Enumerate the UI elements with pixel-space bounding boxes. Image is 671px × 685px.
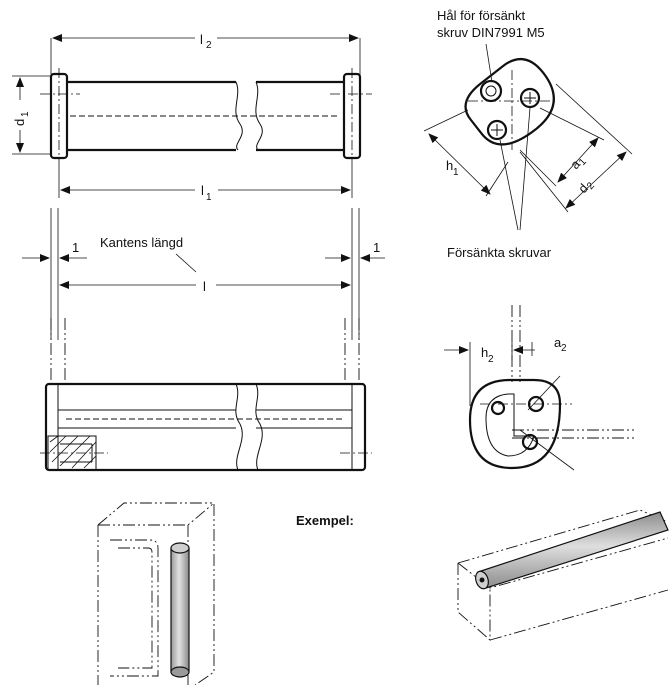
end-view-mounted: h 2 a 2 — [444, 305, 634, 471]
diagonal-rod — [477, 511, 669, 589]
example-vertical — [97, 502, 215, 685]
l2-subscript: 2 — [206, 40, 212, 51]
a2-label: a — [554, 335, 562, 350]
example-door-inner — [118, 547, 153, 669]
section-break-right — [255, 383, 263, 471]
h2-subscript: 2 — [488, 354, 494, 365]
vertical-rod-cap-top — [170, 542, 190, 554]
d2-dim-line — [565, 151, 627, 209]
example-label: Exempel: — [296, 513, 354, 528]
screw-slot-lower — [491, 124, 503, 136]
l1-label: l — [201, 183, 204, 198]
countersunk-leader-2 — [519, 107, 531, 231]
example-door-outline — [110, 539, 159, 677]
l-label: l — [203, 279, 206, 294]
example-diagonal — [457, 509, 669, 641]
diagonal-rod-screw — [479, 577, 485, 583]
mounted-diagonal-2 — [527, 375, 561, 411]
break-line-left — [235, 81, 243, 151]
edge-length-label: Kantens längd — [100, 235, 183, 250]
hole-label-line1: Hål för försänkt — [437, 8, 526, 23]
example-box-right-bottom — [489, 589, 669, 641]
a2-subscript: 2 — [561, 343, 567, 354]
h1-dim-line — [428, 133, 491, 195]
l2-label: l — [200, 32, 203, 47]
d1-subscript: 1 — [20, 111, 31, 117]
l1-subscript: 1 — [206, 192, 212, 203]
a1-ext-1 — [539, 107, 605, 141]
end-view-top: Hål för försänkt skruv DIN7991 M5 h 1 a … — [423, 8, 633, 260]
h2-label: h — [481, 345, 488, 360]
countersunk-hole-outer — [479, 79, 503, 103]
d1-label: d — [12, 119, 27, 126]
top-side-view: l 2 d 1 l 1 — [12, 32, 372, 203]
edge-length-leader — [175, 253, 197, 273]
h1-ext-1 — [423, 109, 469, 132]
screw-head-lower — [486, 119, 508, 141]
countersunk-leader-1 — [499, 139, 519, 231]
d2-subscript: 2 — [585, 180, 597, 192]
h1-ext-2 — [485, 161, 509, 197]
hole-label-line2: skruv DIN7991 M5 — [437, 25, 545, 40]
edge-length-view: 1 1 Kantens längd l — [22, 208, 385, 384]
countersunk-label: Försänkta skruvar — [447, 245, 552, 260]
end-cap-profile — [464, 58, 555, 146]
d2-ext-1 — [555, 83, 633, 155]
screw-head-upper — [519, 87, 541, 109]
section-groove-lines — [58, 409, 352, 429]
h1-subscript: 1 — [453, 167, 459, 178]
example-box-left — [97, 502, 215, 685]
section-break-left — [235, 383, 243, 471]
edge-left-label: 1 — [72, 240, 79, 255]
d2-ext-2 — [519, 151, 569, 213]
screw-section — [40, 435, 108, 471]
vertical-rod-cap-bottom — [170, 666, 190, 678]
mounted-cap-profile — [468, 378, 562, 470]
screw-slot-upper — [524, 92, 536, 104]
rod-body — [67, 80, 344, 152]
edge-right-label: 1 — [373, 240, 380, 255]
section-outline — [44, 382, 367, 472]
vertical-rod — [170, 547, 190, 673]
mounted-diagonal — [519, 429, 575, 471]
section-view — [40, 382, 372, 472]
h1-label: h — [446, 158, 453, 173]
mounted-bracket — [485, 393, 535, 457]
break-line-right — [255, 81, 263, 151]
mounted-screw-bottom — [521, 433, 539, 451]
countersunk-hole-inner — [485, 85, 497, 97]
mounted-screw-left — [490, 400, 506, 416]
